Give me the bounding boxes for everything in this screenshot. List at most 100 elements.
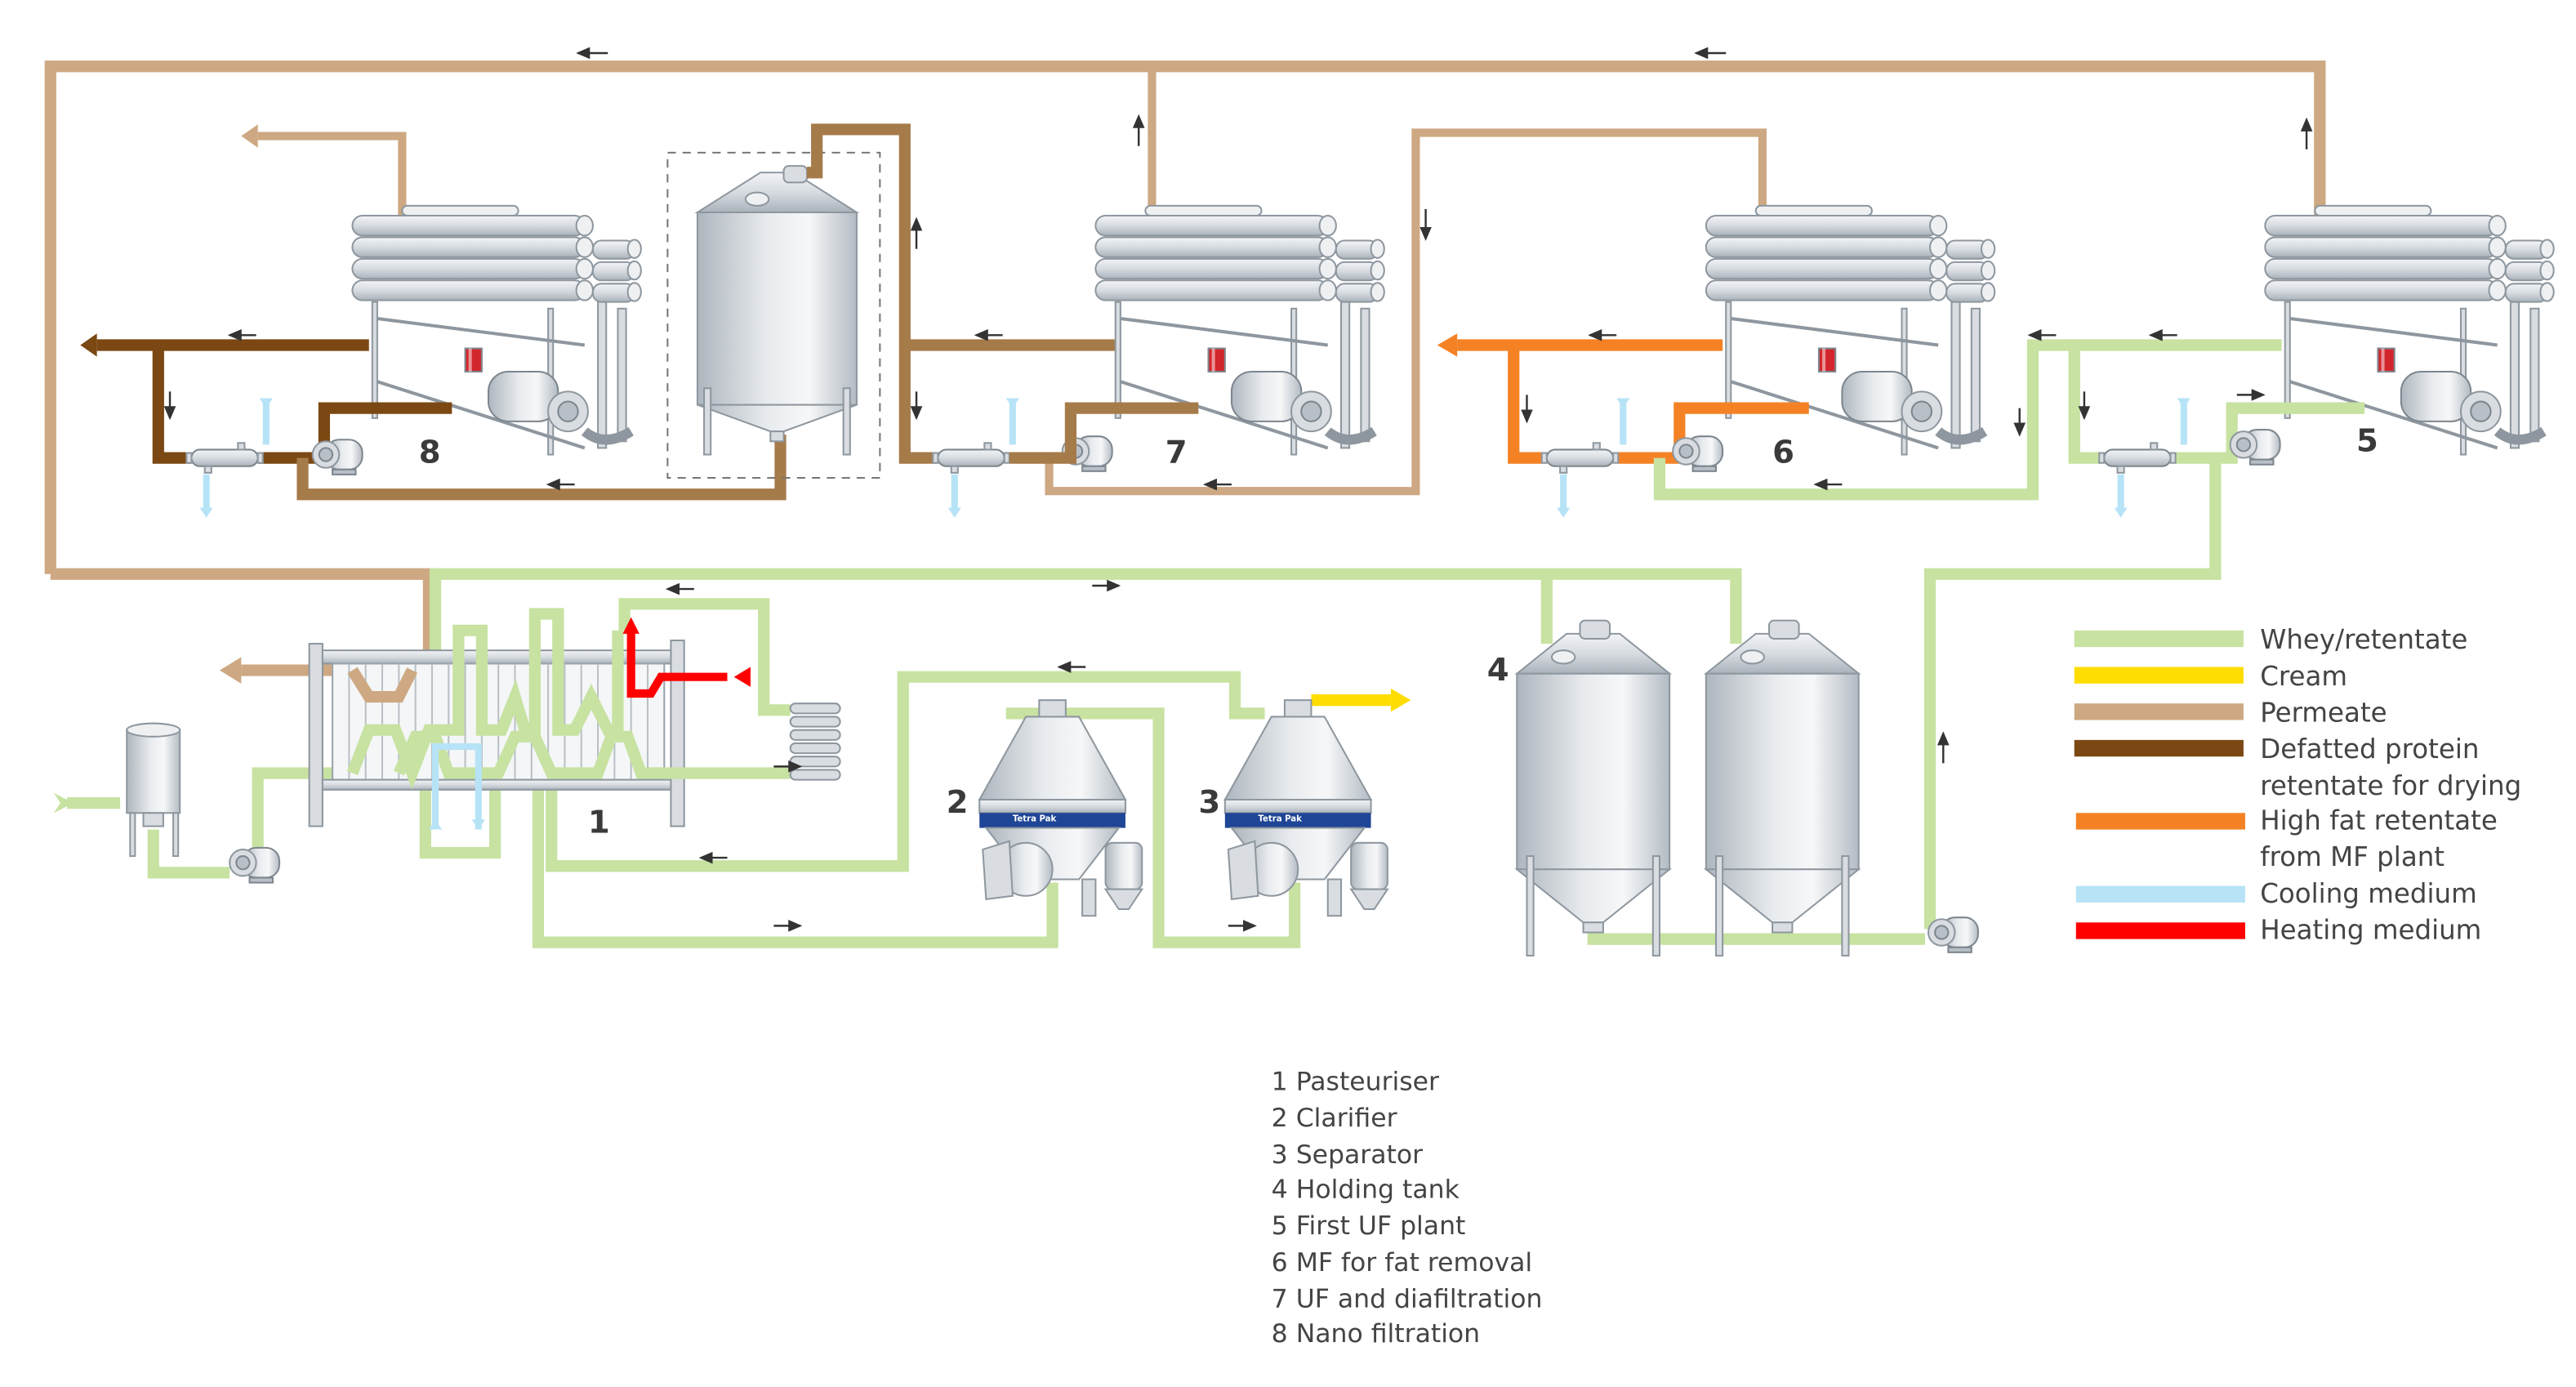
cooling-arrow-1a — [428, 819, 443, 830]
legend-item-high-fat: High fat retentate from MF plant — [2075, 805, 2498, 872]
legend-swatch — [2074, 667, 2244, 684]
equipment-number-6: 6 — [1772, 435, 1794, 471]
pasteuriser: 1 — [308, 608, 841, 841]
separator-3-return — [546, 671, 1265, 872]
legend-item-cream: Cream — [2074, 661, 2347, 692]
pasteuriser-to-clarifier — [532, 773, 1058, 948]
cooling-arrow-6a — [1616, 398, 1630, 408]
legend-label: Cooling medium — [2260, 878, 2477, 909]
holding-coil — [789, 702, 841, 781]
nf-pump — [311, 439, 363, 475]
holding-tank-pump — [1927, 916, 1979, 953]
legend-label: Whey/retentate — [2260, 624, 2467, 655]
mf-pump — [1672, 435, 1724, 472]
permeate-outlet-8 — [257, 132, 407, 216]
feed-from-tank-to-nf — [296, 435, 787, 501]
equipment-number-8: 8 — [419, 435, 441, 471]
caption-item: 6 MF for fat removal — [1272, 1248, 1532, 1278]
uf-diafiltration-plant: 7 — [932, 206, 1384, 518]
holding-tank-2 — [1705, 619, 1860, 957]
nano-filtration-module — [352, 206, 640, 455]
permeate-to-pasteuriser — [50, 568, 435, 684]
legend-swatch — [2074, 703, 2244, 720]
separator-body — [1223, 699, 1388, 917]
first-uf-module — [2265, 206, 2553, 455]
cooling-arrow-7a — [1005, 398, 1019, 408]
defatted-retentate-arrowhead — [80, 333, 97, 357]
legend-label: retentate for drying — [2260, 770, 2521, 801]
tank-dashed-boundary — [666, 151, 881, 479]
equipment-number-2: 2 — [947, 784, 969, 821]
caption-item: 7 UF and diafiltration — [1272, 1285, 1543, 1314]
nf-loop-down — [152, 345, 192, 464]
pasteuriser-product-path — [346, 608, 624, 790]
holding-tank-1 — [1516, 619, 1671, 957]
caption-item: 5 First UF plant — [1272, 1211, 1466, 1241]
nano-filtration-plant: 8 — [80, 206, 787, 518]
legend-item-defatted-protein: Defatted protein retentate for drying — [2074, 734, 2521, 801]
pasteuriser-lower-path — [393, 730, 697, 779]
pasteuriser-heating — [626, 630, 728, 698]
equipment-number-7: 7 — [1165, 435, 1188, 471]
feed-pump — [229, 846, 281, 884]
uf7-heat-exchanger — [932, 442, 1010, 474]
tank-to-plant-7-loop — [806, 123, 938, 464]
uf5-loop-pump — [2173, 402, 2365, 464]
equipment-number-3: 3 — [1198, 784, 1220, 821]
first-uf-plant: 5 — [1923, 206, 2554, 930]
cooling-arrow-7b — [947, 507, 961, 518]
clarifier-to-separator — [1005, 707, 1301, 948]
flow-arrows — [163, 47, 2313, 932]
clarifier-brand: Tetra Pak — [1013, 814, 1057, 823]
cooling-arrow-8a — [259, 398, 273, 408]
equipment-number-4: 4 — [1487, 652, 1509, 689]
cooling-arrow-5b — [2114, 507, 2128, 518]
equipment-number-1: 1 — [588, 805, 610, 841]
caption-item: 3 Separator — [1272, 1140, 1423, 1170]
legend-swatch — [2075, 885, 2245, 903]
legend-swatch — [2075, 813, 2245, 830]
nf-heat-exchanger — [185, 442, 264, 474]
legend-label: Defatted protein — [2260, 734, 2479, 765]
whey-inlet-arrowhead — [53, 792, 74, 814]
permeate-outlet-arrowhead — [241, 124, 258, 148]
mf-fat-removal-plant: 6 — [1437, 206, 2282, 518]
separator: Tetra Pak 3 — [1198, 699, 1388, 917]
equipment-number-5: 5 — [2356, 422, 2378, 459]
clarifier-body — [978, 699, 1143, 917]
legend-label: Heating medium — [2260, 915, 2481, 946]
legend: Whey/retentate Cream Permeate Defatted p… — [2074, 624, 2521, 946]
caption-item: 8 Nano filtration — [1272, 1319, 1480, 1349]
permeate-return-loop — [44, 60, 2326, 574]
balance-tank — [126, 722, 181, 858]
separator-brand: Tetra Pak — [1258, 814, 1302, 823]
legend-swatch — [2074, 739, 2244, 757]
caption-item: 2 Clarifier — [1272, 1104, 1397, 1133]
legend-swatch — [2075, 922, 2245, 939]
mf-loop-down — [1508, 345, 1547, 464]
legend-item-cooling: Cooling medium — [2075, 878, 2477, 909]
legend-label: High fat retentate — [2260, 805, 2498, 836]
high-fat-arrowhead — [1437, 333, 1458, 357]
feed-to-uf5 — [1923, 457, 2222, 930]
caption-item: 4 Holding tank — [1272, 1175, 1460, 1204]
holding-coil-return — [618, 598, 791, 716]
legend-item-heating: Heating medium — [2075, 915, 2481, 946]
legend-item-permeate: Permeate — [2074, 698, 2387, 729]
cream-arrowhead — [1390, 688, 1411, 712]
uf-diafiltration-module — [1095, 206, 1384, 455]
uf5-loop-down — [2068, 345, 2105, 464]
legend-label: from MF plant — [2260, 841, 2445, 872]
pasteuriser-permeate-section — [347, 667, 417, 703]
equipment-caption: 1 Pasteuriser 2 Clarifier 3 Separator 4 … — [1272, 1067, 1543, 1349]
pasteuriser-regenerative-loop — [419, 779, 501, 859]
holding-tanks: 4 — [1487, 619, 1979, 957]
cooling-arrow-8b — [199, 507, 213, 518]
clarifier: Tetra Pak 2 — [947, 699, 1143, 917]
permeate-pasteuriser-arrowhead — [219, 657, 242, 684]
mf-loop-pump — [1618, 402, 1809, 464]
legend-swatch — [2074, 630, 2244, 648]
balance-tank-to-pump — [147, 829, 230, 879]
legend-label: Permeate — [2260, 698, 2387, 729]
